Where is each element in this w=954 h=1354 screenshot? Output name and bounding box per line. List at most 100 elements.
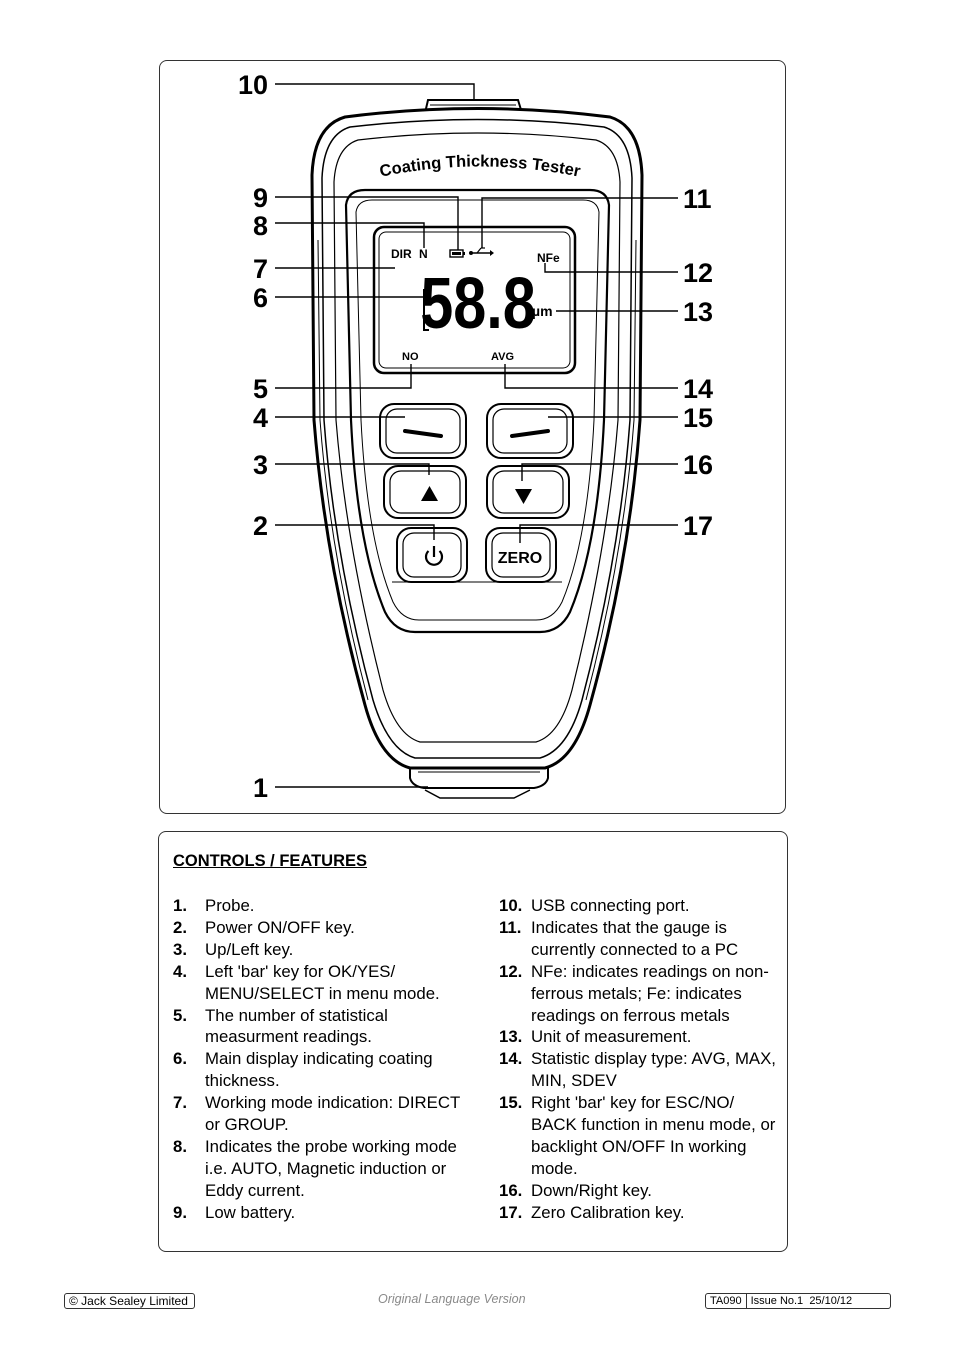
item-number: 14. bbox=[499, 1049, 523, 1069]
item-text: The number of statistical measurment rea… bbox=[205, 1005, 388, 1047]
features-box: CONTROLS / FEATURES 1. Probe. 2. Power ON/… bbox=[158, 831, 788, 1252]
list-item: 5. The number of statistical measurment r… bbox=[173, 1005, 473, 1049]
callout-1: 1 bbox=[253, 773, 268, 803]
list-item: 2. Power ON/OFF key. bbox=[173, 917, 473, 939]
item-text: Working mode indication: DIRECT or GROUP… bbox=[205, 1093, 460, 1135]
features-list-left: 1. Probe. 2. Power ON/OFF key. 3. Up/Left k… bbox=[173, 895, 473, 1224]
item-number: 4. bbox=[173, 961, 187, 981]
item-text: Statistic display type: AVG, MAX, MIN, S… bbox=[531, 1049, 776, 1091]
item-text: Down/Right key. bbox=[531, 1180, 652, 1200]
zero-key[interactable]: ZERO bbox=[485, 527, 557, 583]
item-number: 5. bbox=[173, 1005, 187, 1025]
lcd-mode-label: DIR bbox=[391, 247, 412, 261]
callout-12: 12 bbox=[683, 258, 713, 288]
item-text: Low battery. bbox=[205, 1202, 296, 1222]
list-item: 12. NFe: indicates readings on non-ferrou… bbox=[499, 961, 784, 1027]
callout-16: 16 bbox=[683, 450, 713, 480]
item-number: 11. bbox=[499, 917, 522, 937]
list-item: 16. Down/Right key. bbox=[499, 1180, 784, 1202]
item-text: Zero Calibration key. bbox=[531, 1202, 685, 1222]
item-text: Left 'bar' key for OK/YES/ MENU/SELECT i… bbox=[205, 961, 440, 1003]
item-number: 8. bbox=[173, 1136, 187, 1156]
callout-5: 5 bbox=[253, 374, 268, 404]
list-item: 15. Right 'bar' key for ESC/NO/ BACK func… bbox=[499, 1092, 784, 1180]
item-number: 12. bbox=[499, 961, 523, 981]
item-text: USB connecting port. bbox=[531, 896, 690, 915]
list-item: 9. Low battery. bbox=[173, 1202, 473, 1224]
item-number: 9. bbox=[173, 1202, 187, 1222]
item-number: 1. bbox=[173, 896, 187, 915]
item-number: 15. bbox=[499, 1093, 523, 1113]
item-text: Right 'bar' key for ESC/NO/ BACK functio… bbox=[531, 1093, 776, 1178]
list-item: 11. Indicates that the gauge is currently… bbox=[499, 917, 784, 961]
callout-10: 10 bbox=[238, 70, 268, 100]
battery-icon bbox=[449, 249, 465, 258]
device-diagram-frame bbox=[159, 60, 786, 814]
list-item: 13. Unit of measurement. bbox=[499, 1026, 784, 1048]
footer-issue: Issue No.1 bbox=[750, 1295, 804, 1307]
item-text: Probe. bbox=[205, 896, 255, 915]
lcd-unit: µm bbox=[532, 303, 553, 319]
list-item: 8. Indicates the probe working mode i.e. … bbox=[173, 1136, 473, 1202]
callout-8: 8 bbox=[253, 211, 268, 241]
callout-7: 7 bbox=[253, 254, 268, 284]
footer-copyright: © Jack Sealey Limited bbox=[64, 1293, 195, 1309]
item-number: 7. bbox=[173, 1093, 187, 1113]
item-number: 16. bbox=[499, 1180, 523, 1200]
item-text: Indicates that the gauge is currently co… bbox=[531, 917, 739, 959]
lcd-count-label: NO bbox=[402, 351, 419, 363]
list-item: 4. Left 'bar' key for OK/YES/ MENU/SELECT… bbox=[173, 961, 473, 1005]
callout-15: 15 bbox=[683, 403, 713, 433]
down-right-key[interactable] bbox=[486, 465, 570, 519]
list-item: 1. Probe. bbox=[173, 895, 473, 917]
features-list-right: 10. USB connecting port. 11. Indicates tha… bbox=[499, 895, 784, 1224]
up-arrow-icon bbox=[421, 486, 438, 501]
bar-icon bbox=[510, 429, 550, 438]
item-text: NFe: indicates readings on non-ferrous m… bbox=[531, 961, 769, 1025]
item-text: Indicates the probe working mode i.e. AU… bbox=[205, 1136, 457, 1200]
up-left-key[interactable] bbox=[383, 465, 467, 519]
list-item: 14. Statistic display type: AVG, MAX, MIN… bbox=[499, 1048, 784, 1092]
item-number: 6. bbox=[173, 1049, 187, 1069]
callout-13: 13 bbox=[683, 297, 713, 327]
lcd-screen: DIR N NFe 58.8 µm NO AVG bbox=[372, 225, 577, 375]
item-text: Main display indicating coating thicknes… bbox=[205, 1049, 433, 1091]
footer-language-note: Original Language Version bbox=[378, 1292, 526, 1306]
item-text: Unit of measurement. bbox=[531, 1027, 692, 1047]
list-item: 6. Main display indicating coating thickn… bbox=[173, 1048, 473, 1092]
bar-icon bbox=[403, 429, 443, 438]
callout-3: 3 bbox=[253, 450, 268, 480]
callout-11: 11 bbox=[683, 184, 712, 214]
lcd-stat-label: AVG bbox=[491, 351, 514, 363]
down-arrow-icon bbox=[515, 489, 532, 504]
item-number: 3. bbox=[173, 939, 187, 959]
callout-6: 6 bbox=[253, 283, 268, 313]
list-item: 17. Zero Calibration key. bbox=[499, 1202, 784, 1224]
callout-17: 17 bbox=[683, 511, 713, 541]
footer-document-ref: TA090 Issue No.1 25/10/12 bbox=[705, 1293, 891, 1309]
list-item: 10. USB connecting port. bbox=[499, 895, 784, 917]
callout-4: 4 bbox=[253, 403, 268, 433]
footer-issue-date: Issue No.1 25/10/12 bbox=[745, 1294, 857, 1308]
footer-date: 25/10/12 bbox=[809, 1295, 853, 1307]
item-number: 17. bbox=[499, 1202, 523, 1222]
item-text: Up/Left key. bbox=[205, 939, 294, 959]
power-key[interactable] bbox=[396, 527, 468, 583]
callout-9: 9 bbox=[253, 183, 268, 213]
right-bar-key[interactable] bbox=[486, 403, 574, 459]
item-number: 13. bbox=[499, 1027, 523, 1047]
power-icon bbox=[424, 546, 444, 566]
item-number: 10. bbox=[499, 896, 523, 915]
zero-key-label: ZERO bbox=[498, 550, 542, 567]
lcd-reading: 58.8 bbox=[420, 263, 536, 344]
lcd-probe-label: N bbox=[419, 247, 428, 261]
item-text: Power ON/OFF key. bbox=[205, 917, 355, 937]
footer-model: TA090 bbox=[710, 1295, 742, 1307]
item-number: 2. bbox=[173, 917, 187, 937]
lcd-metal-label: NFe bbox=[537, 251, 560, 265]
device-diagram: Coating Thickness Tester DIR N NFe 58.8 … bbox=[238, 70, 713, 803]
callout-2: 2 bbox=[253, 511, 268, 541]
features-title: CONTROLS / FEATURES bbox=[173, 852, 368, 870]
left-bar-key[interactable] bbox=[379, 403, 467, 459]
device-body bbox=[310, 107, 644, 770]
